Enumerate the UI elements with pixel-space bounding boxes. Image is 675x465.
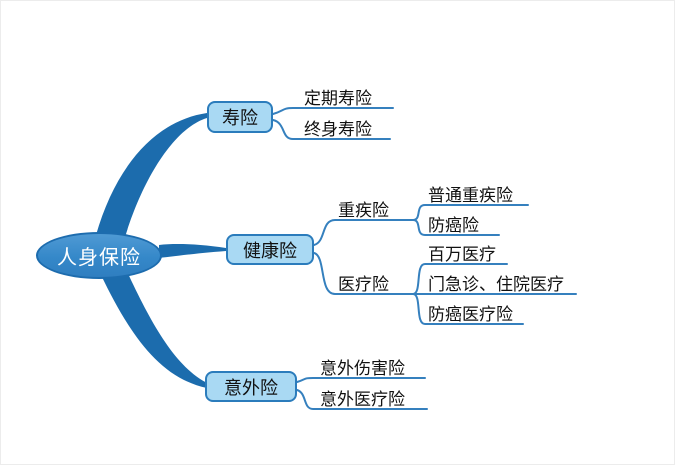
subtopic-cancer-medical[interactable]: 防癌医疗险 bbox=[428, 305, 513, 324]
topic-critical-illness[interactable]: 重疾险 bbox=[338, 201, 389, 220]
subtopic-accident-injury[interactable]: 意外伤害险 bbox=[320, 359, 405, 378]
branch-accident-curve bbox=[101, 265, 207, 388]
subtopic-anti-cancer[interactable]: 防癌险 bbox=[428, 216, 479, 235]
edge-cancer-medical bbox=[412, 293, 524, 325]
edge-term-life bbox=[272, 107, 394, 115]
root-topic[interactable]: 人身保险 bbox=[36, 232, 162, 279]
subtopic-term-life[interactable]: 定期寿险 bbox=[304, 89, 372, 108]
edge-accident-medical bbox=[296, 389, 428, 410]
edge-anti-cancer bbox=[412, 219, 500, 236]
topic-life-insurance[interactable]: 寿险 bbox=[207, 101, 273, 133]
edge-critical-illness bbox=[313, 219, 414, 246]
edge-accident-injury bbox=[296, 377, 426, 383]
subtopic-general-critical-illness[interactable]: 普通重疾险 bbox=[428, 186, 513, 205]
edge-million-medical bbox=[412, 263, 508, 295]
subtopic-million-medical[interactable]: 百万医疗 bbox=[428, 245, 496, 264]
topic-health-insurance[interactable]: 健康险 bbox=[226, 234, 314, 265]
subtopic-accident-medical[interactable]: 意外医疗险 bbox=[320, 390, 405, 409]
edge-whole-life bbox=[272, 119, 391, 140]
branch-life-curve bbox=[96, 113, 207, 244]
branch-health-curve bbox=[159, 244, 226, 258]
topic-accident-insurance[interactable]: 意外险 bbox=[205, 371, 297, 402]
topic-medical[interactable]: 医疗险 bbox=[338, 275, 389, 294]
edge-medical bbox=[313, 252, 414, 295]
subtopic-outpatient-hospitalization[interactable]: 门急诊、住院医疗 bbox=[428, 275, 564, 294]
subtopic-whole-life[interactable]: 终身寿险 bbox=[304, 120, 372, 139]
